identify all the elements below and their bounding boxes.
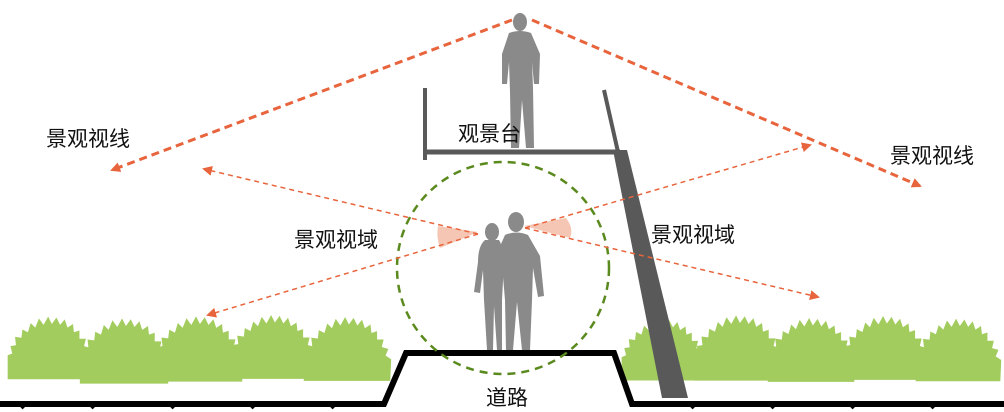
label-platform: 观景台 (458, 122, 521, 146)
ground-road-profile (0, 350, 1004, 407)
sightlines-top (110, 18, 922, 188)
label-view-field-left: 景观视域 (294, 228, 378, 252)
label-view-line-right: 景观视线 (890, 144, 974, 168)
couple-silhouette-icon (474, 212, 544, 350)
view-cone-right (524, 218, 572, 238)
view-circle (395, 160, 611, 376)
person-silhouette-icon (502, 13, 540, 148)
ground-hatching (18, 402, 936, 410)
platform-support-column (613, 150, 688, 398)
sightline-road-up-right (524, 142, 812, 229)
label-view-field-right: 景观视域 (651, 223, 735, 247)
sightlines-road (202, 142, 820, 318)
label-view-line-left: 景观视线 (46, 127, 130, 151)
platform-right-rail (602, 89, 620, 153)
shrubs-left (7, 314, 392, 384)
label-road: 道路 (486, 386, 528, 410)
sightline-top-right (531, 18, 922, 188)
sightline-road-up-left (202, 165, 479, 235)
sightline-road-down-left (206, 233, 479, 318)
sightline-top-left (110, 18, 513, 172)
